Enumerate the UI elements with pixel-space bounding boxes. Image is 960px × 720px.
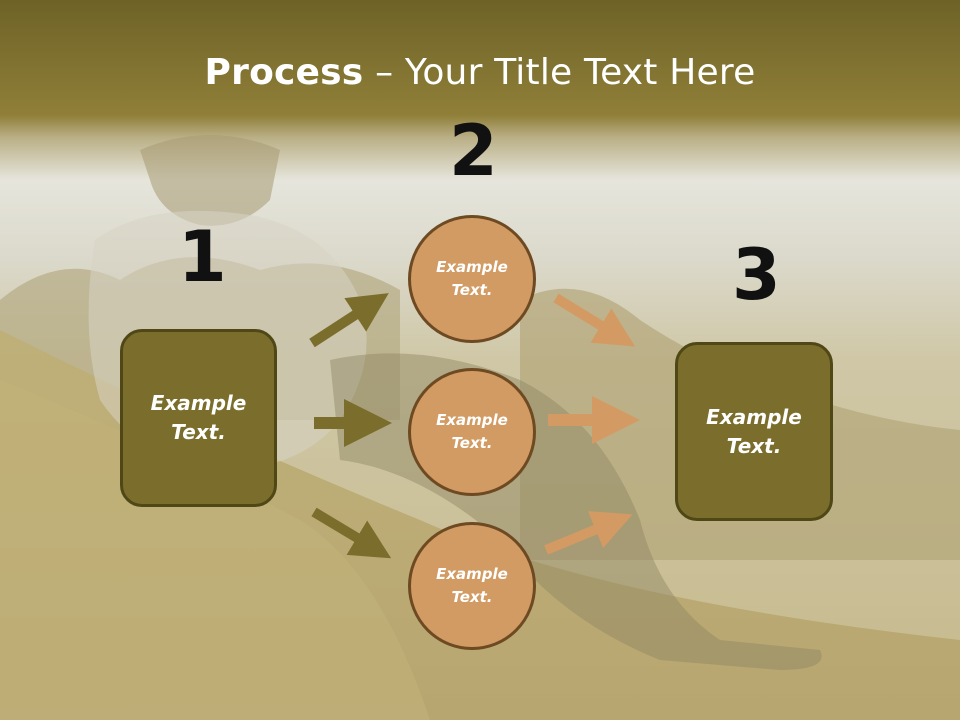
step-number-3: 3 [732, 234, 781, 316]
title-rest: – Your Title Text Here [363, 52, 756, 93]
right-box-label: Example Text. [706, 404, 802, 458]
circle-top[interactable]: Example Text. [408, 215, 536, 343]
title-bold: Process [204, 52, 364, 93]
left-box-label: Example Text. [150, 391, 247, 444]
circle-top-label: Example Text. [436, 258, 508, 299]
right-box[interactable]: Example Text. [675, 342, 833, 521]
step-number-1: 1 [178, 216, 227, 298]
step-number-2: 2 [449, 110, 498, 192]
title-bar: Process – Your Title Text Here [0, 0, 960, 150]
left-box[interactable]: Example Text. [120, 329, 277, 507]
circle-bottom[interactable]: Example Text. [408, 522, 536, 650]
circle-middle-label: Example Text. [436, 411, 508, 452]
circle-bottom-label: Example Text. [436, 565, 508, 606]
slide-title: Process – Your Title Text Here [205, 52, 756, 93]
circle-middle[interactable]: Example Text. [408, 368, 536, 496]
